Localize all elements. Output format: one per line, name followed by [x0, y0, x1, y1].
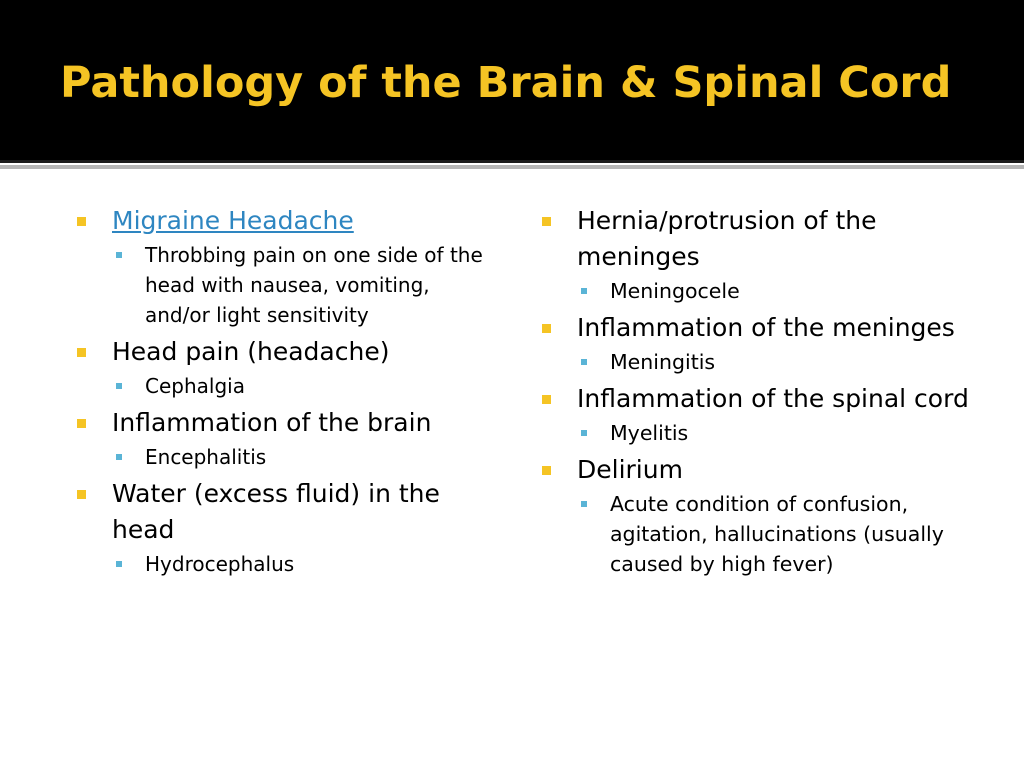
slide-title: Pathology of the Brain & Spinal Cord — [60, 58, 952, 108]
square-bullet-icon — [542, 217, 551, 226]
sub-bullet-item: Throbbing pain on one side of the head w… — [112, 240, 485, 330]
sub-bullet-text: Myelitis — [610, 421, 689, 445]
square-bullet-icon — [542, 395, 551, 404]
bullet-text: Delirium — [577, 455, 683, 484]
right-column: Hernia/protrusion of the meninges Mening… — [540, 203, 980, 583]
bullet-item: Hernia/protrusion of the meninges Mening… — [540, 203, 980, 306]
sub-bullet-text: Acute condition of confusion, agitation,… — [610, 492, 944, 576]
bullet-text: Head pain (headache) — [112, 337, 390, 366]
bullet-item: Head pain (headache) Cephalgia — [75, 334, 485, 401]
bullet-item: Migraine Headache Throbbing pain on one … — [75, 203, 485, 330]
title-bar: Pathology of the Brain & Spinal Cord — [0, 0, 1024, 160]
title-rule-gray — [0, 165, 1024, 169]
bullet-item: Inflammation of the brain Encephalitis — [75, 405, 485, 472]
bullet-text: Inflammation of the meninges — [577, 313, 955, 342]
sub-bullet-text: Meningitis — [610, 350, 716, 374]
sub-bullet-text: Meningocele — [610, 279, 740, 303]
square-bullet-icon — [542, 324, 551, 333]
bullet-text: Inflammation of the brain — [112, 408, 432, 437]
bullet-text: Water (excess fluid) in the head — [112, 479, 440, 544]
bullet-item: Inflammation of the spinal cord Myelitis — [540, 381, 980, 448]
small-square-bullet-icon — [581, 430, 587, 436]
bullet-item: Inflammation of the meninges Meningitis — [540, 310, 980, 377]
sub-list: Myelitis — [577, 418, 980, 448]
small-square-bullet-icon — [581, 359, 587, 365]
bullet-item: Delirium Acute condition of confusion, a… — [540, 452, 980, 579]
sub-list: Throbbing pain on one side of the head w… — [112, 240, 485, 330]
sub-list: Cephalgia — [112, 371, 485, 401]
left-column: Migraine Headache Throbbing pain on one … — [75, 203, 485, 583]
sub-list: Meningitis — [577, 347, 980, 377]
small-square-bullet-icon — [116, 383, 122, 389]
sub-bullet-item: Acute condition of confusion, agitation,… — [577, 489, 980, 579]
small-square-bullet-icon — [116, 252, 122, 258]
small-square-bullet-icon — [581, 501, 587, 507]
sub-bullet-text: Encephalitis — [145, 445, 267, 469]
sub-bullet-item: Hydrocephalus — [112, 549, 485, 579]
bullet-text: Hernia/protrusion of the meninges — [577, 206, 877, 271]
sub-bullet-text: Hydrocephalus — [145, 552, 295, 576]
small-square-bullet-icon — [116, 561, 122, 567]
sub-bullet-item: Myelitis — [577, 418, 980, 448]
square-bullet-icon — [77, 490, 86, 499]
sub-bullet-text: Throbbing pain on one side of the head w… — [145, 243, 483, 327]
bullet-text: Inflammation of the spinal cord — [577, 384, 969, 413]
sub-bullet-item: Encephalitis — [112, 442, 485, 472]
sub-list: Meningocele — [577, 276, 980, 306]
square-bullet-icon — [542, 466, 551, 475]
square-bullet-icon — [77, 217, 86, 226]
sub-list: Acute condition of confusion, agitation,… — [577, 489, 980, 579]
square-bullet-icon — [77, 419, 86, 428]
small-square-bullet-icon — [581, 288, 587, 294]
sub-list: Encephalitis — [112, 442, 485, 472]
bullet-item: Water (excess fluid) in the head Hydroce… — [75, 476, 485, 579]
sub-bullet-item: Cephalgia — [112, 371, 485, 401]
square-bullet-icon — [77, 348, 86, 357]
title-rule-dark — [0, 160, 1024, 163]
sub-list: Hydrocephalus — [112, 549, 485, 579]
sub-bullet-item: Meningitis — [577, 347, 980, 377]
small-square-bullet-icon — [116, 454, 122, 460]
migraine-headache-link[interactable]: Migraine Headache — [112, 206, 354, 235]
sub-bullet-text: Cephalgia — [145, 374, 245, 398]
sub-bullet-item: Meningocele — [577, 276, 980, 306]
